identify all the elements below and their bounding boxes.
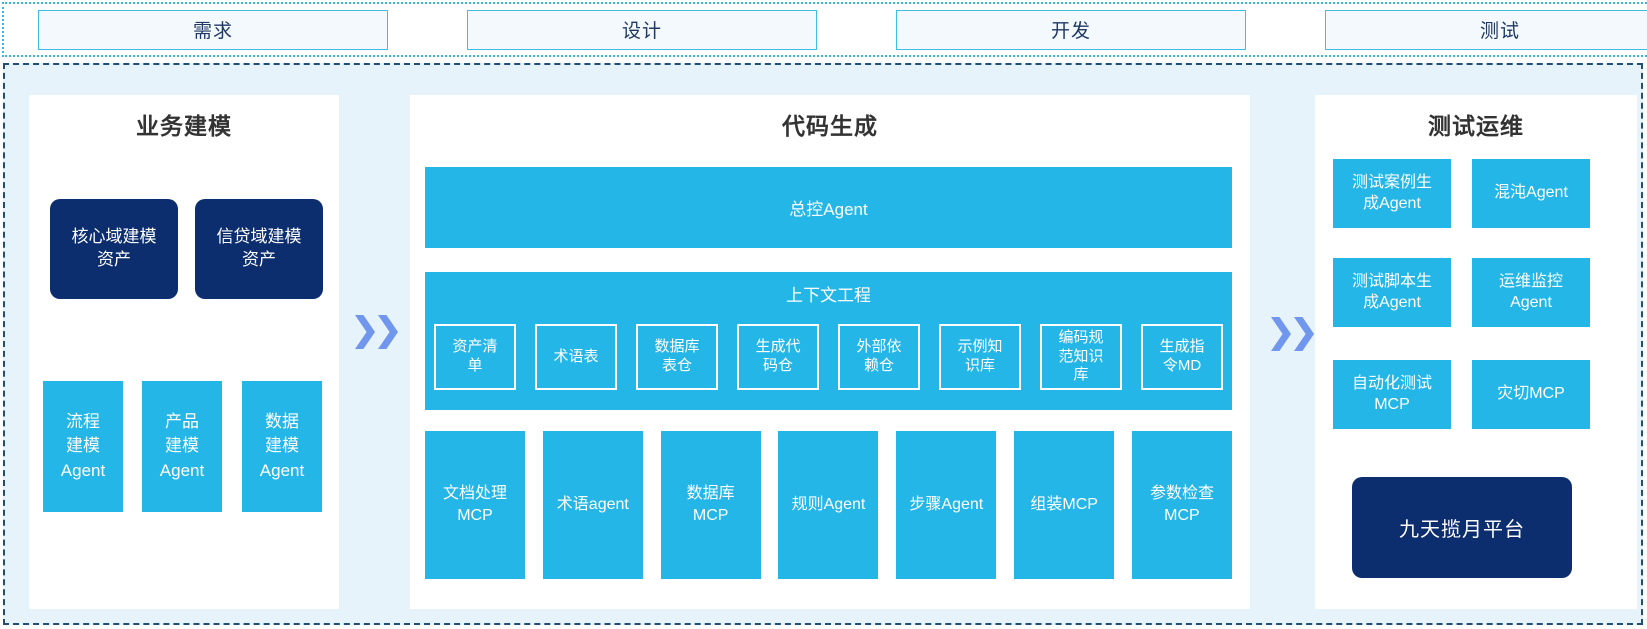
tool-row: 文档处理 MCP 术语agent 数据库 MCP 规则Agent 步骤Agent… [425, 431, 1232, 579]
phase-box-requirements: 需求 [38, 9, 388, 50]
context-item-glossary: 术语表 [535, 324, 617, 390]
double-chevron-icon [355, 315, 398, 349]
chevron-icon [378, 315, 398, 349]
section-title: 代码生成 [782, 113, 878, 139]
context-engineering-bar: 上下文工程 资产清 单 术语表 数据库 表仓 生成代 码仓 外部依 赖仓 示例知… [425, 272, 1232, 410]
tool-box-doc-processing-mcp: 文档处理 MCP [425, 431, 525, 579]
tool-box-assembly-mcp: 组装MCP [1014, 431, 1115, 579]
context-item-example-kb: 示例知 识库 [939, 324, 1021, 390]
phase-bar: 需求 设计 开发 测试 [2, 2, 1647, 57]
context-item-external-deps-repo: 外部依 赖仓 [838, 324, 920, 390]
context-item-asset-list: 资产清 单 [434, 324, 516, 390]
context-item-generated-code-repo: 生成代 码仓 [737, 324, 819, 390]
phase-box-design: 设计 [467, 9, 817, 50]
context-item-row: 资产清 单 术语表 数据库 表仓 生成代 码仓 外部依 赖仓 示例知 识库 编码… [434, 324, 1223, 390]
master-agent-bar: 总控Agent [425, 167, 1232, 248]
section-business-modeling: 业务建模 核心域建模 资产 信贷域建模 资产 流程 建模 Agent 产品 建模… [29, 95, 339, 609]
ops-box-test-script-gen-agent: 测试脚本生 成Agent [1333, 258, 1451, 327]
phase-box-development: 开发 [896, 9, 1246, 50]
agent-box-product-modeling: 产品 建模 Agent [142, 381, 222, 512]
agent-box-data-modeling: 数据 建模 Agent [242, 381, 322, 512]
ops-box-ops-monitor-agent: 运维监控 Agent [1472, 258, 1590, 327]
chevron-icon [1271, 317, 1291, 351]
ops-box-automated-test-mcp: 自动化测试 MCP [1333, 360, 1451, 429]
ops-box-disaster-switch-mcp: 灾切MCP [1472, 360, 1590, 429]
section-title: 业务建模 [136, 113, 232, 139]
platform-box-jiutian-lanyue: 九天揽月平台 [1352, 477, 1572, 578]
tool-box-rule-agent: 规则Agent [778, 431, 879, 579]
tool-box-database-mcp: 数据库 MCP [660, 431, 761, 579]
chevron-icon [1294, 317, 1314, 351]
phase-box-testing: 测试 [1325, 9, 1647, 50]
context-item-db-table-repo: 数据库 表仓 [636, 324, 718, 390]
tool-box-step-agent: 步骤Agent [896, 431, 997, 579]
section-code-generation: 代码生成 总控Agent 上下文工程 资产清 单 术语表 数据库 表仓 生成代 … [410, 95, 1250, 609]
section-test-ops: 测试运维 测试案例生 成Agent 混沌Agent 测试脚本生 成Agent 运… [1315, 95, 1637, 609]
context-engineering-title: 上下文工程 [786, 286, 871, 305]
ops-box-chaos-agent: 混沌Agent [1472, 159, 1590, 228]
section-title: 测试运维 [1428, 113, 1524, 139]
ops-box-test-case-gen-agent: 测试案例生 成Agent [1333, 159, 1451, 228]
chevron-icon [355, 315, 375, 349]
context-item-coding-standard-kb: 编码规 范知识 库 [1040, 324, 1122, 390]
tool-box-param-check-mcp: 参数检查 MCP [1131, 431, 1232, 579]
context-item-generation-instruction-md: 生成指 令MD [1141, 324, 1223, 390]
double-chevron-icon [1271, 317, 1314, 351]
asset-box-core-domain: 核心域建模 资产 [50, 199, 178, 299]
tool-box-glossary-agent: 术语agent [542, 431, 643, 579]
main-flow-container: 业务建模 核心域建模 资产 信贷域建模 资产 流程 建模 Agent 产品 建模… [3, 63, 1643, 625]
agent-box-process-modeling: 流程 建模 Agent [43, 381, 123, 512]
asset-box-credit-domain: 信贷域建模 资产 [195, 199, 323, 299]
